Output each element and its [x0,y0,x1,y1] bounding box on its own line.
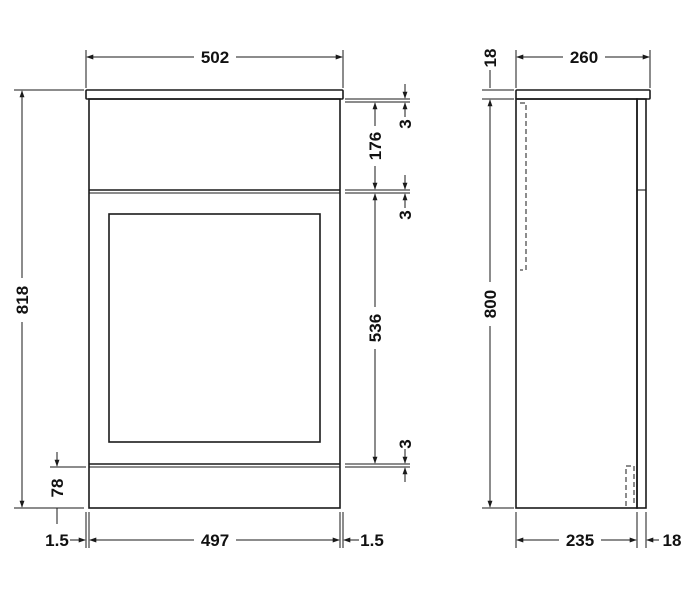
front-view [85,89,344,509]
label-body-depth: 235 [566,531,594,550]
label-overall-width: 502 [201,48,229,67]
dimension-overall-height: 818 [13,89,84,509]
label-gap-top: 3 [396,119,415,128]
label-gap-middle: 3 [396,210,415,219]
label-overall-height: 818 [13,286,32,314]
label-top-thickness: 18 [481,49,500,68]
dimension-top-depth: 260 [515,46,651,88]
label-top-depth: 260 [570,48,598,67]
label-drawer-height: 176 [366,132,385,160]
dimension-vertical-chain: 176 536 3 3 3 [345,84,415,482]
side-door-edge [636,98,647,509]
label-door-height: 536 [366,314,385,342]
dimension-overall-width: 502 [85,46,344,88]
hidden-line-lower [625,465,635,506]
dimension-body-height: 800 [480,100,514,509]
side-countertop [515,89,651,100]
side-view [515,89,651,509]
hidden-line-upper [520,102,527,271]
label-gap-bottom: 3 [396,439,415,448]
front-cabinet-body [88,98,341,509]
dimension-bottom-widths: 497 1.5 1.5 [45,512,384,550]
door-panel [108,213,321,443]
label-side-offset-right: 1.5 [360,531,384,550]
label-side-offset-left: 1.5 [45,531,69,550]
side-cabinet-body [515,98,638,509]
label-inner-width: 497 [201,531,229,550]
front-countertop [85,89,344,100]
dimension-plinth-height: 78 [47,452,86,524]
dimension-top-thickness: 18 [481,49,514,112]
dimension-side-bottom: 235 18 [515,512,682,550]
label-plinth-height: 78 [48,479,67,498]
label-body-height: 800 [481,290,500,318]
label-door-thickness: 18 [663,531,682,550]
